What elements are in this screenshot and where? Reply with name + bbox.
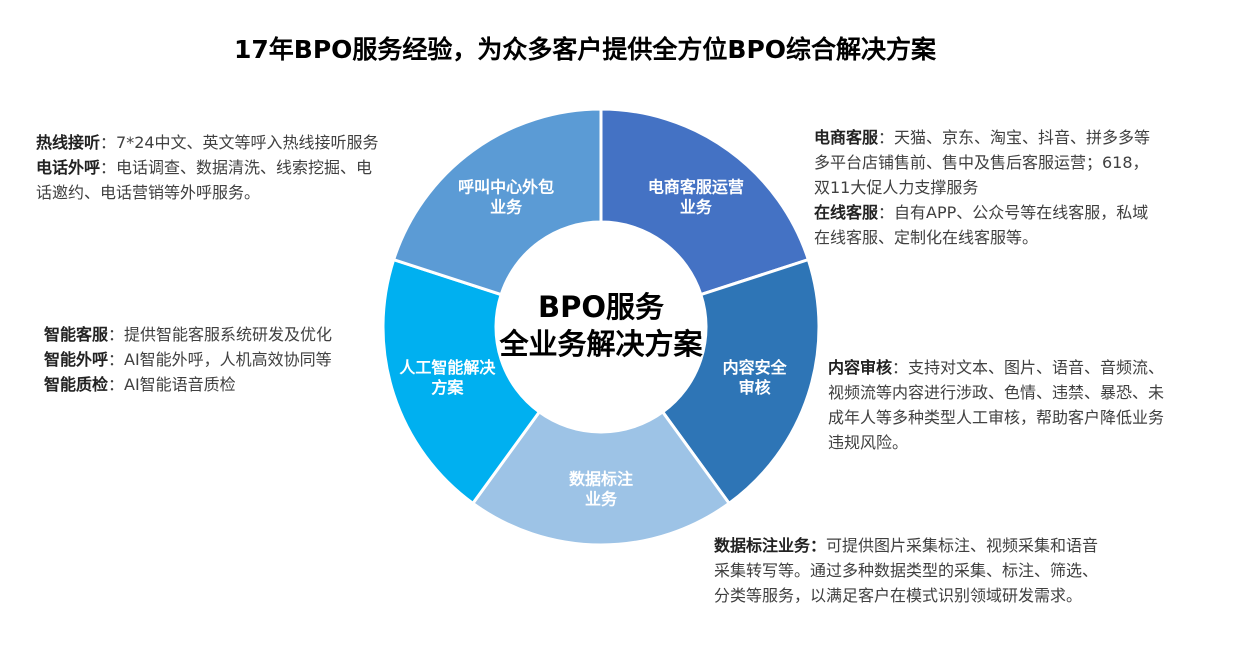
segment-label-annotation-1: 数据标注 <box>569 470 633 489</box>
desc-keyword: 智能外呼 <box>44 350 109 369</box>
desc-keyword: 电商客服 <box>814 128 879 147</box>
desc-text: ：AI智能外呼，人机高效协同等 <box>108 350 332 369</box>
desc-line: 智能质检：AI智能语音质检 <box>44 372 332 397</box>
desc-annotation: 数据标注业务：可提供图片采集标注、视频采集和语音采集转写等。通过多种数据类型的采… <box>714 533 1098 608</box>
ring-segments <box>381 107 821 547</box>
desc-keyword: 内容审核 <box>828 358 893 377</box>
desc-line: 违规风险。 <box>828 430 1164 455</box>
desc-text: 话邀约、电话营销等外呼服务。 <box>36 183 261 202</box>
segment-label-ecommerce-1: 电商客服运营 <box>648 177 744 196</box>
desc-line: 智能外呼：AI智能外呼，人机高效协同等 <box>44 347 332 372</box>
desc-text: 采集转写等。通过多种数据类型的采集、标注、筛选、 <box>714 561 1099 580</box>
desc-line: 分类等服务，以满足客户在模式识别领域研发需求。 <box>714 583 1098 608</box>
desc-line: 电商客服：天猫、京东、淘宝、抖音、拼多多等 <box>814 125 1150 150</box>
desc-keyword: 智能客服 <box>44 325 109 344</box>
desc-text: ：电话调查、数据清洗、线索挖掘、电 <box>100 158 373 177</box>
page-title: 17年BPO服务经验，为众多客户提供全方位BPO综合解决方案 <box>233 35 937 64</box>
segment-label-content-1: 内容安全 <box>723 358 788 377</box>
desc-text: 成年人等多种类型人工审核，帮助客户降低业务 <box>828 408 1165 427</box>
center-title-line1: BPO服务 <box>538 290 664 324</box>
desc-ecommerce: 电商客服：天猫、京东、淘宝、抖音、拼多多等多平台店铺售前、售中及售后客服运营；6… <box>814 125 1150 250</box>
desc-line: 内容审核：支持对文本、图片、语音、音频流、 <box>828 355 1164 380</box>
desc-line: 在线客服：自有APP、公众号等在线客服，私域 <box>814 200 1150 225</box>
desc-text: 分类等服务，以满足客户在模式识别领域研发需求。 <box>714 586 1083 605</box>
segment-label-callcenter-2: 业务 <box>490 197 523 216</box>
desc-keyword: 在线客服 <box>814 203 879 222</box>
segment-label-annotation-2: 业务 <box>585 490 618 509</box>
desc-text: 双11大促人力支撑服务 <box>814 178 979 197</box>
desc-keyword: 热线接听 <box>36 133 101 152</box>
desc-keyword: 数据标注业务： <box>714 536 827 555</box>
desc-callcenter: 热线接听：7*24中文、英文等呼入热线接听服务电话外呼：电话调查、数据清洗、线索… <box>36 130 379 205</box>
desc-line: 多平台店铺售前、售中及售后客服运营；618， <box>814 150 1150 175</box>
desc-text: ：提供智能客服系统研发及优化 <box>108 325 333 344</box>
desc-text: ：支持对文本、图片、语音、音频流、 <box>892 358 1165 377</box>
segment-label-ecommerce-2: 业务 <box>680 197 713 216</box>
desc-line: 智能客服：提供智能客服系统研发及优化 <box>44 322 332 347</box>
desc-keyword: 智能质检 <box>44 375 109 394</box>
desc-text: 多平台店铺售前、售中及售后客服运营；618， <box>814 153 1149 172</box>
desc-line: 电话外呼：电话调查、数据清洗、线索挖掘、电 <box>36 155 379 180</box>
desc-text: 可提供图片采集标注、视频采集和语音 <box>826 536 1099 555</box>
center-circle <box>496 222 706 432</box>
desc-line: 在线客服、定制化在线客服等。 <box>814 225 1150 250</box>
desc-text: 视频流等内容进行涉政、色情、违禁、暴恐、未 <box>828 383 1165 402</box>
desc-line: 视频流等内容进行涉政、色情、违禁、暴恐、未 <box>828 380 1164 405</box>
desc-line: 数据标注业务：可提供图片采集标注、视频采集和语音 <box>714 533 1098 558</box>
center-title-line2: 全业务解决方案 <box>498 327 703 361</box>
segment-label-content-2: 审核 <box>739 378 771 397</box>
segment-label-callcenter-1: 呼叫中心外包 <box>458 177 554 196</box>
desc-text: ：7*24中文、英文等呼入热线接听服务 <box>100 133 379 152</box>
desc-text: ：AI智能语音质检 <box>108 375 236 394</box>
desc-keyword: 电话外呼 <box>36 158 101 177</box>
desc-line: 双11大促人力支撑服务 <box>814 175 1150 200</box>
desc-text: 违规风险。 <box>828 433 909 452</box>
desc-text: 在线客服、定制化在线客服等。 <box>814 228 1039 247</box>
desc-line: 采集转写等。通过多种数据类型的采集、标注、筛选、 <box>714 558 1098 583</box>
desc-content: 内容审核：支持对文本、图片、语音、音频流、视频流等内容进行涉政、色情、违禁、暴恐… <box>828 355 1164 455</box>
segment-label-ai-1: 人工智能解决 <box>399 358 496 377</box>
desc-ai: 智能客服：提供智能客服系统研发及优化智能外呼：AI智能外呼，人机高效协同等智能质… <box>44 322 332 397</box>
desc-line: 话邀约、电话营销等外呼服务。 <box>36 180 379 205</box>
segment-label-ai-2: 方案 <box>431 378 464 397</box>
desc-text: ：自有APP、公众号等在线客服，私域 <box>878 203 1149 222</box>
desc-line: 成年人等多种类型人工审核，帮助客户降低业务 <box>828 405 1164 430</box>
desc-line: 热线接听：7*24中文、英文等呼入热线接听服务 <box>36 130 379 155</box>
desc-text: ：天猫、京东、淘宝、抖音、拼多多等 <box>878 128 1151 147</box>
